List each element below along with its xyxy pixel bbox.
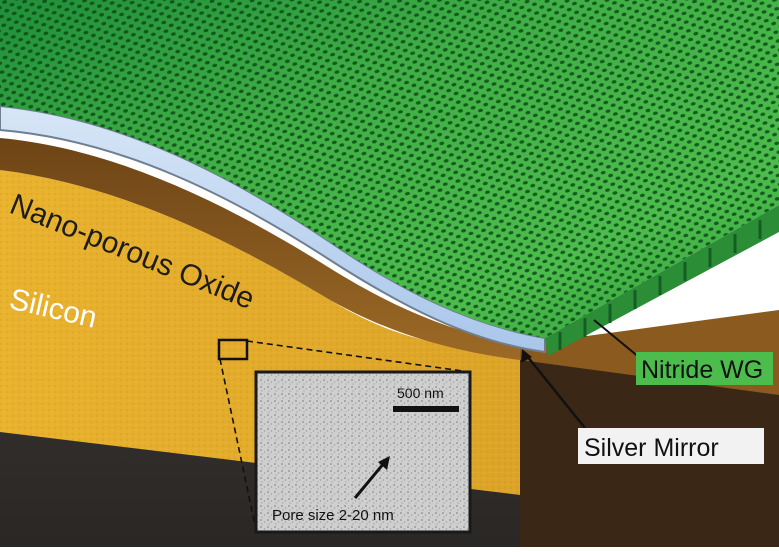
silver-mirror-layer bbox=[0, 104, 546, 354]
nitride-callout-box bbox=[636, 352, 773, 385]
sem-inset: 500 nm Pore size 2-20 nm bbox=[254, 370, 472, 534]
zoom-guide-bottom bbox=[219, 358, 257, 531]
scale-bar bbox=[393, 406, 459, 412]
pore-arrow-head bbox=[378, 456, 390, 470]
nitride-edge-ridges bbox=[558, 220, 762, 350]
mirror-callout-arrowhead bbox=[521, 349, 532, 363]
mirror-callout-line bbox=[526, 355, 586, 429]
zoom-guide-top bbox=[246, 340, 471, 373]
nitride-front-edge bbox=[545, 205, 779, 356]
oxide-top-band bbox=[0, 138, 520, 360]
pore-size-label: Pore size 2-20 nm bbox=[272, 507, 394, 524]
nitride-wg-label: Nitride WG bbox=[641, 356, 763, 384]
silver-mirror-label: Silver Mirror bbox=[584, 434, 719, 462]
zoom-region-box bbox=[217, 338, 249, 361]
pore-arrow bbox=[353, 462, 386, 499]
scale-bar-label: 500 nm bbox=[397, 385, 444, 401]
mirror-callout-box bbox=[578, 428, 764, 464]
nitride-callout-line bbox=[593, 319, 641, 359]
nitride-pore-pattern bbox=[0, 0, 779, 338]
